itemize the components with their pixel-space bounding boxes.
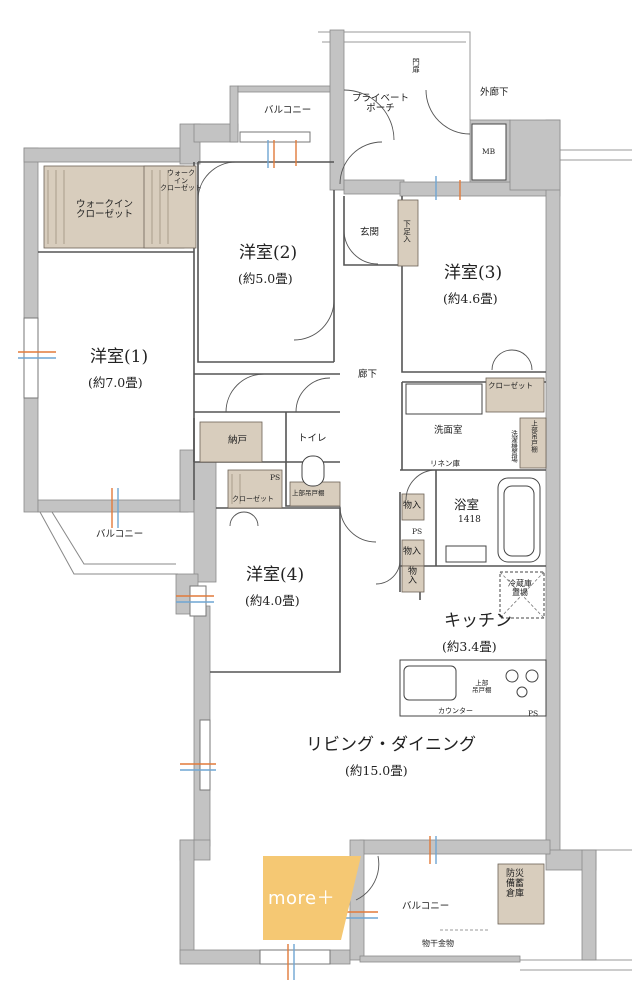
closet-slats (47, 170, 241, 504)
living-name: リビング・ダイニング (306, 735, 476, 755)
vent-arrows (18, 140, 461, 980)
outer-corridor-label: 外廊下 (480, 87, 509, 98)
closet-storeroom-area (227, 469, 283, 509)
living-size: (約15.0畳) (345, 763, 408, 778)
closet-storeroom-label: クローゼット (232, 495, 274, 503)
closet-r3-area (485, 377, 545, 413)
laundry-rod-label: 物干金物 (422, 939, 454, 948)
ps-kitchen-label: PS (528, 709, 539, 718)
walkin-closet-small-area (143, 165, 197, 249)
balcony-left-label: バルコニー (96, 529, 144, 540)
mb-box (471, 123, 507, 181)
counter-label: カウンター (438, 707, 473, 715)
gate-label: 門扉 (411, 58, 421, 73)
left-balcony-shape (39, 511, 178, 575)
shoe-storage-label: 下足入 (402, 220, 412, 243)
toilet-label: トイレ (298, 433, 327, 444)
door-swings (197, 89, 533, 901)
upper-cabinet-toilet-label: 上部吊戸棚 (292, 489, 325, 497)
kitchen-size: (約3.4畳) (442, 639, 497, 654)
western4-size: (約4.0畳) (245, 593, 300, 608)
storage3-label: 物入 (406, 566, 416, 584)
mb-label: MB (482, 147, 496, 156)
bath-size-label: 1418 (458, 515, 481, 525)
ps-hall-label: PS (412, 527, 423, 536)
more-button-label[interactable]: more＋ (268, 888, 336, 909)
kitchen-name: キッチン (444, 611, 512, 631)
dashed-markers (440, 571, 545, 931)
washbasin (405, 383, 483, 415)
western3-name: 洋室(3) (444, 263, 503, 283)
ps-toilet-label: PS (270, 473, 281, 482)
storage-fills (43, 165, 547, 925)
western2-size: (約5.0畳) (238, 271, 293, 286)
storage3-area (401, 565, 425, 593)
western1-name: 洋室(1) (90, 347, 149, 367)
stove-burner-a (505, 669, 519, 683)
walkin-closet-small-label: ウォーク イン クローゼット (160, 169, 202, 193)
disaster-storage-label: 防災 備蓄 倉庫 (506, 869, 525, 899)
storage1-label: 物入 (403, 501, 422, 511)
western3-size: (約4.6畳) (443, 291, 498, 306)
corridor-label: 廊下 (358, 369, 378, 380)
storage2-label: 物入 (403, 547, 422, 557)
storeroom-area (199, 421, 263, 463)
bath-fixture (445, 545, 487, 563)
western2-name: 洋室(2) (239, 243, 298, 263)
western1-size: (約7.0畳) (88, 375, 143, 390)
upper-cabinet-kitchen-label: 上部 吊戸棚 (472, 679, 492, 695)
disaster-storage-area (497, 863, 545, 925)
walkin-closet-label: ウォークイン クローゼット (76, 199, 134, 221)
upper-cabinet-wash-area (519, 417, 547, 469)
storage1-area (401, 493, 425, 521)
bath-label: 浴室 (454, 497, 480, 512)
windows (23, 131, 331, 965)
upper-cabinet-wash-label: 上部吊戸棚 (529, 420, 538, 453)
stove-burner-b (525, 669, 539, 683)
balcony-bottom-label: バルコニー (402, 901, 450, 912)
closet-r3-label: クローゼット (488, 381, 533, 390)
fridge-label: 冷蔵庫 置場 (508, 579, 532, 597)
balcony-top-label: バルコニー (264, 105, 312, 116)
more-badge[interactable] (263, 856, 361, 940)
sink (403, 665, 457, 701)
storeroom-label: 納戸 (228, 435, 248, 446)
washer-space-label: 洗濯機置場 (509, 430, 518, 463)
toilet-bowl (301, 455, 325, 487)
entrance-label: 玄関 (360, 227, 380, 238)
western4-name: 洋室(4) (246, 565, 305, 585)
linen-label: リネン庫 (430, 459, 460, 468)
private-porch-label: プライベート ポーチ (352, 93, 410, 115)
stove-burner-c (516, 686, 528, 698)
shoe-storage-area (397, 199, 419, 267)
washroom-label: 洗面室 (434, 425, 463, 436)
